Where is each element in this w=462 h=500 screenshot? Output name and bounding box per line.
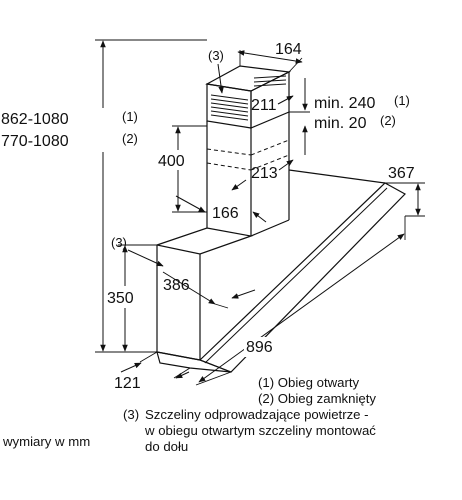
base-offset: 386 (163, 277, 190, 294)
legend-slots-line2: w obiegu otwartym szczeliny montować (145, 423, 376, 438)
dim-hood-depth (385, 182, 425, 217)
clearance-open-ref: (1) (394, 93, 410, 108)
glass-panel (156, 182, 406, 373)
dim-front-edge (120, 351, 191, 379)
chimney-width-top: 164 (275, 41, 302, 58)
clearance-open: min. 240 (314, 95, 375, 112)
total-height-recirc-ref: (2) (122, 131, 138, 146)
chimney-depth-top: 211 (251, 97, 277, 114)
legend-open-circulation: (1) Obieg otwarty (258, 375, 360, 390)
front-edge: 121 (114, 375, 141, 392)
dim-clearance (289, 78, 310, 155)
chimney-width-lower: 166 (212, 205, 239, 222)
body-height: 350 (107, 290, 134, 307)
air-slots-grille (210, 75, 287, 121)
chimney-depth-lower: 213 (251, 165, 278, 182)
total-height-open: 862-1080 (1, 111, 69, 128)
units-note: wymiary w mm (3, 434, 91, 449)
legend-slots-ref: (3) (123, 407, 140, 422)
chimney-inner-height: 400 (158, 153, 185, 170)
slots-ref-label: (3) (208, 48, 224, 63)
total-height-recirc: 770-1080 (1, 133, 69, 150)
total-height-open-ref: (1) (122, 109, 138, 124)
dim-chimney-width-lower (175, 195, 267, 223)
dim-chimney-width-top (237, 50, 303, 73)
dim-hood-width (195, 216, 406, 386)
hood-width: 896 (246, 339, 273, 356)
chimney-body (206, 112, 290, 236)
legend-slots-line3: do dołu (145, 439, 189, 454)
clearance-recirc: min. 20 (314, 115, 367, 132)
legend-recirculation: (2) Obieg zamknięty (258, 391, 376, 406)
hood-depth: 367 (388, 165, 415, 182)
clearance-recirc-ref: (2) (380, 113, 396, 128)
legend-slots-line1: Szczeliny odprowadzające powietrze - (145, 407, 369, 422)
